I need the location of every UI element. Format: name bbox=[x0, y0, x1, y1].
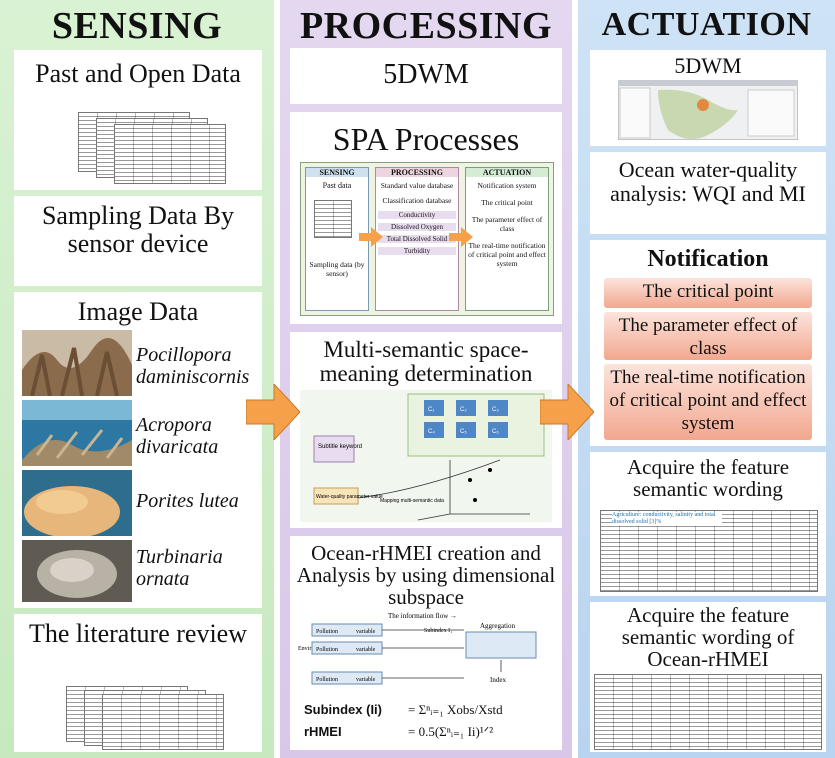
formula-subindex: = Σⁿᵢ₌₁ Xobs/Xstd bbox=[408, 702, 503, 717]
document-icon bbox=[102, 694, 224, 750]
past-open-data-panel: Past and Open Data bbox=[14, 50, 262, 190]
spa-sampling-data: Sampling data (by sensor) bbox=[309, 260, 365, 278]
coral-photo-1 bbox=[22, 330, 132, 396]
coral-photo-2 bbox=[22, 400, 132, 466]
spa-item: The real-time notification of critical p… bbox=[468, 241, 546, 268]
map-screenshot bbox=[618, 80, 798, 140]
spa-item: Notification system bbox=[477, 181, 537, 190]
rhmei-variable-label: variable bbox=[356, 629, 376, 635]
sampling-data-label: Sampling Data By sensor device bbox=[41, 201, 235, 258]
ms-cluster-label: C₄ bbox=[428, 429, 435, 435]
processing-5dwm-panel: 5DWM bbox=[290, 48, 562, 104]
spa-item: Dissolved Oxygen bbox=[378, 223, 456, 231]
notification-panel: Notification The critical point The para… bbox=[590, 240, 826, 446]
coral-photo-4 bbox=[22, 540, 132, 602]
acquire-rhmei-panel: Acquire the feature semantic wording of … bbox=[590, 602, 826, 752]
rhmei-variable-label: variable bbox=[356, 677, 376, 683]
literature-panel: The literature review bbox=[14, 614, 262, 752]
formula-subindex-label: Subindex (Ii) bbox=[304, 702, 382, 717]
sensing-column: SENSING Past and Open Data Sampling Data… bbox=[0, 0, 274, 758]
ms-cluster-label: C₅ bbox=[460, 429, 467, 435]
rhmei-flow-diagram: The information flow → Environmental mea… bbox=[298, 612, 537, 685]
spa-item: Classification database bbox=[382, 196, 452, 205]
spa-item: The parameter effect of class bbox=[471, 215, 543, 233]
ms-subtitle: Subtitle keyword bbox=[318, 444, 362, 450]
arrow-right-icon bbox=[449, 227, 473, 247]
species-label: Acropora divaricata bbox=[136, 414, 219, 458]
actuation-title: ACTUATION bbox=[601, 6, 812, 43]
rhmei-flow-label: The information flow → bbox=[388, 612, 457, 620]
spreadsheet-icon bbox=[314, 200, 352, 238]
arrow-right-icon bbox=[359, 227, 383, 247]
acquire-semantic-title: Acquire the feature semantic wording bbox=[626, 455, 790, 501]
literature-label: The literature review bbox=[29, 619, 247, 648]
spa-item: Total Dissolved Solid bbox=[378, 235, 456, 243]
acquire-caption: Agriculture: conductivity, salinity and … bbox=[612, 512, 722, 526]
spa-item: Turbidity bbox=[378, 247, 456, 255]
rhmei-panel: Ocean-rHMEI creation and Analysis by usi… bbox=[290, 536, 562, 750]
spreadsheet-icon bbox=[114, 124, 226, 184]
rhmei-subindex-label: Subindex I₁ bbox=[424, 628, 452, 634]
multi-semantic-panel: Multi-semantic space-meaning determinati… bbox=[290, 332, 562, 528]
multi-semantic-title: Multi-semantic space-meaning determinati… bbox=[319, 337, 533, 386]
rhmei-pollution-label: Pollution bbox=[316, 629, 338, 635]
actuation-column: ACTUATION 5DWM Ocean water-quality analy… bbox=[578, 0, 835, 758]
table-icon bbox=[594, 674, 822, 750]
rhmei-pollution-label: Pollution bbox=[316, 647, 338, 653]
spa-actuation-box: ACTUATION Notification system The critic… bbox=[465, 167, 549, 311]
spa-processing-box: PROCESSING Standard value database Class… bbox=[375, 167, 459, 311]
ms-cluster-label: C₂ bbox=[460, 407, 467, 413]
spa-item: Conductivity bbox=[378, 211, 456, 219]
rhmei-aggregation-label: Aggregation bbox=[480, 622, 515, 630]
spa-panel: SPA Processes SENSING Past data Sampling… bbox=[290, 112, 562, 324]
rhmei-index-label: Index bbox=[490, 676, 506, 684]
sensing-title: SENSING bbox=[51, 5, 223, 47]
image-data-label: Image Data bbox=[77, 297, 199, 326]
coral-photo-3 bbox=[22, 470, 132, 536]
spa-item: Standard value database bbox=[380, 181, 454, 190]
processing-column: PROCESSING 5DWM SPA Processes SENSING Pa… bbox=[280, 0, 572, 758]
image-data-panel: Image Data Pocillopora daminiscornis Acr… bbox=[14, 292, 262, 608]
spa-title: SPA Processes bbox=[332, 121, 520, 157]
rhmei-pollution-label: Pollution bbox=[316, 677, 338, 683]
notification-critical-point: The critical point bbox=[604, 278, 812, 308]
multi-semantic-diagram: Subtitle keyword Water-quality parameter… bbox=[300, 390, 552, 522]
ms-water-value: Water-quality parameter value bbox=[316, 494, 383, 500]
notification-realtime: The real-time notification of critical p… bbox=[604, 364, 812, 440]
species-label: Turbinaria ornata bbox=[136, 546, 223, 590]
spa-processing-title: PROCESSING bbox=[376, 168, 458, 177]
rhmei-variable-label: variable bbox=[356, 647, 376, 653]
acquire-rhmei-title: Acquire the feature semantic wording of … bbox=[621, 603, 795, 671]
spa-item: The critical point bbox=[481, 198, 533, 207]
arrow-right-icon bbox=[246, 384, 300, 440]
sampling-data-panel: Sampling Data By sensor device bbox=[14, 196, 262, 286]
spa-actuation-title: ACTUATION bbox=[466, 168, 548, 177]
species-label: Porites lutea bbox=[136, 490, 239, 512]
ocean-analysis-label: Ocean water-quality analysis: WQI and MI bbox=[610, 157, 806, 206]
spa-past-data: Past data bbox=[322, 181, 352, 190]
spa-sensing-box: SENSING Past data Sampling data (by sens… bbox=[305, 167, 369, 311]
past-open-data-label: Past and Open Data bbox=[35, 59, 241, 88]
actuation-5dwm-label: 5DWM bbox=[674, 53, 742, 78]
arrow-right-icon bbox=[540, 384, 594, 440]
ocean-analysis-panel: Ocean water-quality analysis: WQI and MI bbox=[590, 152, 826, 234]
ms-mapping: Mapping multi-semantic data bbox=[380, 498, 444, 504]
notification-title: Notification bbox=[647, 246, 769, 272]
ms-cluster-label: C₃ bbox=[492, 407, 499, 413]
formula-rhmei: = 0.5(Σⁿᵢ₌₁ Ii)¹ᐟ² bbox=[408, 724, 494, 739]
formula-rhmei-label: rHMEI bbox=[304, 724, 342, 739]
species-label: Pocillopora daminiscornis bbox=[136, 344, 250, 388]
processing-title: PROCESSING bbox=[299, 5, 553, 47]
actuation-5dwm-panel: 5DWM bbox=[590, 50, 826, 146]
spa-diagram: SENSING Past data Sampling data (by sens… bbox=[300, 162, 554, 316]
ms-cluster-label: C₁ bbox=[428, 407, 434, 413]
acquire-semantic-panel: Acquire the feature semantic wording Agr… bbox=[590, 452, 826, 596]
ms-cluster-label: C₆ bbox=[492, 429, 499, 435]
rhmei-title: Ocean-rHMEI creation and Analysis by usi… bbox=[296, 541, 556, 609]
notification-parameter-effect: The parameter effect of class bbox=[604, 312, 812, 360]
spa-sensing-title: SENSING bbox=[306, 168, 368, 177]
processing-5dwm-label: 5DWM bbox=[383, 59, 469, 90]
